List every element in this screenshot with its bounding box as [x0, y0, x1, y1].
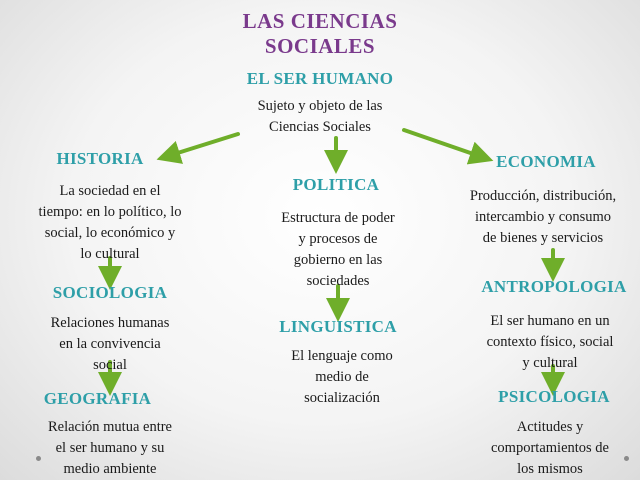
sociologia-text: Relaciones humanas en la convivencia soc… [50, 315, 170, 373]
arrow-to-economia [402, 128, 494, 165]
arrow-to-historia [156, 132, 240, 164]
politica-heading: POLITICA [292, 175, 380, 194]
economia-text: Producción, distribución, intercambio y … [469, 188, 617, 246]
antropologia-text: El ser humano en un contexto físico, soc… [486, 313, 614, 371]
sociologia-heading: SOCIOLOGIA [52, 283, 168, 302]
decorative-bullet-left [36, 456, 41, 461]
linguistica-text: El lenguaje como medio de socialización [291, 348, 393, 406]
center-heading: EL SER HUMANO [246, 69, 394, 88]
historia-text: La sociedad en el tiempo: en lo político… [38, 183, 182, 262]
title-line-1: LAS CIENCIAS [242, 9, 398, 33]
title-line-2: SOCIALES [264, 34, 376, 58]
center-text: Sujeto y objeto de las Ciencias Sociales [257, 98, 383, 135]
historia-heading: HISTORIA [56, 149, 144, 168]
psicologia-heading: PSICOLOGIA [498, 387, 610, 406]
psicologia-text: Actitudes y comportamientos de los mismo… [491, 419, 609, 477]
decorative-bullet-right [624, 456, 629, 461]
antropologia-heading: ANTROPOLOGIA [481, 277, 627, 296]
economia-heading: ECONOMIA [496, 152, 596, 171]
geografia-text: Relación mutua entre el ser humano y su … [47, 419, 172, 477]
geografia-heading: GEOGRAFIA [43, 389, 152, 408]
politica-text: Estructura de poder y procesos de gobier… [281, 210, 395, 289]
linguistica-heading: LINGUISTICA [279, 317, 397, 336]
